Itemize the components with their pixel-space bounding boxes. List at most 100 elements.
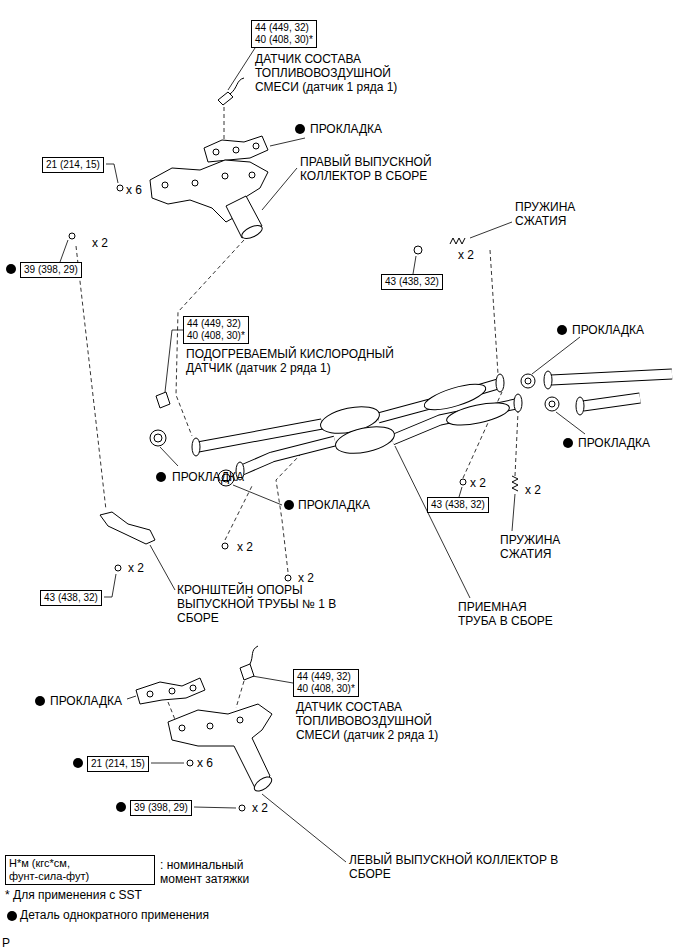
pipe-gasket xyxy=(150,430,166,446)
front-pipe xyxy=(496,374,504,392)
manifold-gasket xyxy=(213,149,219,155)
pipe-gasket xyxy=(549,401,555,407)
torque-value: 43 (438, 32) xyxy=(431,499,485,511)
pipe-gasket xyxy=(154,434,162,442)
part-label: ПРИЕМНАЯ ТРУБА В СБОРЕ xyxy=(458,600,563,628)
torque-box: 43 (438, 32) xyxy=(427,497,489,513)
left-exhaust-manifold xyxy=(252,774,274,794)
pipe-gasket xyxy=(150,374,559,486)
leader-line xyxy=(165,330,183,392)
manifold-gasket xyxy=(190,685,196,691)
front-pipe xyxy=(198,424,322,447)
leader-line xyxy=(104,574,116,597)
torque-box: 44 (449, 32)40 (408, 30)* xyxy=(293,669,359,697)
part-label: ПРОКЛАДКА xyxy=(310,122,382,136)
dashed-guide xyxy=(515,412,518,476)
torque-box: 43 (438, 32) xyxy=(40,590,102,606)
oxygen-sensor xyxy=(250,646,258,664)
dashed-guide xyxy=(224,107,225,139)
legend-symbol xyxy=(6,910,18,922)
part-label: ДАТЧИК СОСТАВА ТОПЛИВОВОЗДУШНОЙ СМЕСИ (д… xyxy=(296,700,466,742)
manifold-gasket xyxy=(233,147,239,153)
torque-box: 21 (214, 15) xyxy=(42,157,104,173)
part-label: ПРОКЛАДКА xyxy=(172,470,244,484)
front-pipe xyxy=(514,394,522,412)
footnote: * Для применения с SST xyxy=(5,888,142,902)
bolt-nut xyxy=(115,565,121,571)
single-use-mark xyxy=(73,758,83,768)
oxygen-sensor xyxy=(156,392,170,408)
leader-line xyxy=(228,48,255,90)
torque-value: 43 (438, 32) xyxy=(385,276,439,288)
leader-line xyxy=(252,676,293,683)
part-label: ДАТЧИК СОСТАВА ТОПЛИВОВОЗДУШНОЙ СМЕСИ (д… xyxy=(255,52,425,94)
part-label: ПРУЖИНА СЖАТИЯ xyxy=(500,533,580,561)
torque-legend-box: Н*м (кгс*см, фунт-сила-фут) xyxy=(5,855,155,885)
legend-unit-text: Н*м (кгс*см, фунт-сила-фут) xyxy=(9,857,101,883)
dashed-guide xyxy=(276,455,300,572)
front-pipe xyxy=(192,438,200,456)
part-label: КРОНШТЕЙН ОПОРЫ ВЫПУСКНОЙ ТРУБЫ № 1 В СБ… xyxy=(177,583,352,625)
torque-box: 44 (449, 32)40 (408, 30)* xyxy=(251,20,317,48)
torque-value: 44 (449, 32) xyxy=(297,671,355,683)
torque-value: 39 (398, 29) xyxy=(24,264,78,276)
dashed-guide xyxy=(76,246,106,510)
front-pipe xyxy=(198,374,672,470)
count-label: x 6 xyxy=(126,183,142,197)
front-pipe xyxy=(576,397,584,415)
pipe-gasket xyxy=(545,397,559,411)
single-use-mark xyxy=(6,264,16,274)
left-exhaust-manifold xyxy=(179,725,185,731)
leader-line xyxy=(459,487,462,497)
legend-text: Деталь однократного применения xyxy=(20,908,209,922)
legend-note: : номинальный момент затяжки xyxy=(160,858,285,886)
torque-value: 43 (438, 32) xyxy=(44,592,98,604)
part-label: ПОДОГРЕВАЕМЫЙ КИСЛОРОДНЫЙ ДАТЧИК (датчик… xyxy=(186,347,421,375)
legend-entry: Деталь однократного применения xyxy=(20,908,209,922)
bolt-nut xyxy=(460,479,466,485)
dashed-guide xyxy=(225,486,252,540)
leader-line xyxy=(106,164,118,183)
torque-box: 44 (449, 32)40 (408, 30)* xyxy=(183,316,249,344)
single-use-mark xyxy=(35,696,45,706)
left-exhaust-manifold xyxy=(168,704,272,790)
page-mark: P xyxy=(2,936,10,950)
torque-box: 39 (398, 29) xyxy=(20,262,82,278)
torque-box: 43 (438, 32) xyxy=(381,274,443,290)
part-label: ПРОКЛАДКА xyxy=(50,694,122,708)
count-label: x 2 xyxy=(525,483,541,497)
bolt-nut xyxy=(239,805,245,811)
right-exhaust-manifold xyxy=(240,223,264,241)
leader-line xyxy=(194,807,236,808)
front-pipe xyxy=(445,399,511,430)
front-pipe xyxy=(192,371,584,480)
part-label: ПРОКЛАДКА xyxy=(578,436,650,450)
leader-line xyxy=(413,256,416,274)
bolt-nut xyxy=(69,233,75,239)
count-label: x 2 xyxy=(237,540,253,554)
leader-line xyxy=(151,763,184,764)
right-exhaust-manifold xyxy=(162,182,168,188)
single-use-mark xyxy=(295,124,305,134)
oxygen-sensor xyxy=(240,664,254,680)
leader-line xyxy=(127,696,136,699)
leader-line xyxy=(60,48,585,862)
bolt-nut xyxy=(414,246,422,254)
dashed-guide xyxy=(236,681,244,708)
single-use-symbol xyxy=(7,911,17,921)
leader-line xyxy=(270,138,305,146)
front-pipe xyxy=(198,374,672,470)
count-label: x 2 xyxy=(92,236,108,250)
torque-value: 21 (214, 15) xyxy=(46,159,100,171)
single-use-mark xyxy=(563,438,573,448)
dashed-guide xyxy=(490,250,498,374)
single-use-mark xyxy=(6,124,573,812)
leader-line xyxy=(150,545,175,590)
torque-value: 21 (214, 15) xyxy=(91,758,145,770)
part-label: ЛЕВЫЙ ВЫПУСКНОЙ КОЛЛЕКТОР В СБОРЕ xyxy=(349,853,589,881)
leader-line xyxy=(160,447,178,466)
manifold-gasket xyxy=(136,678,205,704)
pipe-gasket xyxy=(521,374,535,388)
single-use-mark xyxy=(116,802,126,812)
